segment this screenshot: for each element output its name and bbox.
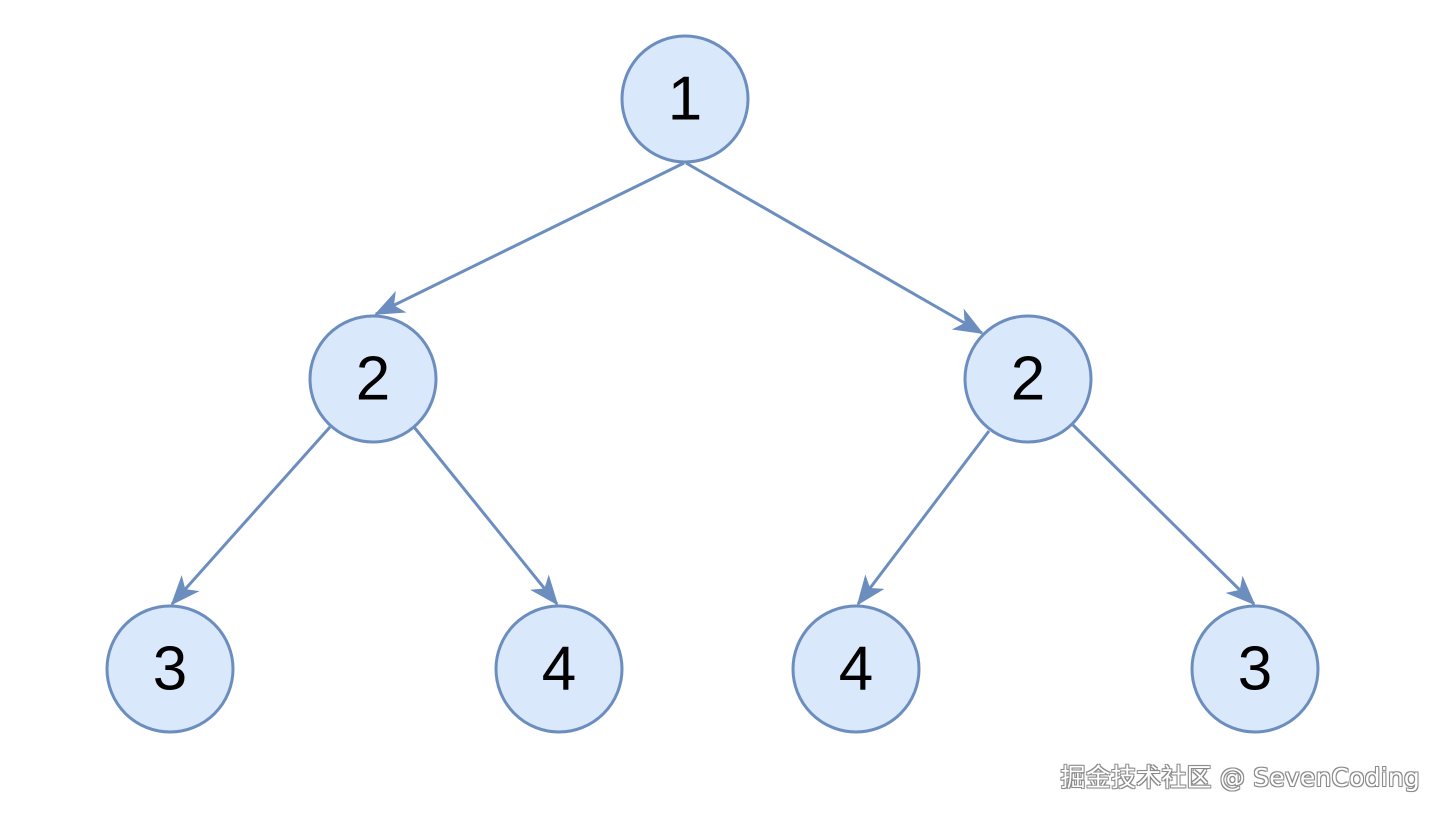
node-circle xyxy=(494,604,624,734)
node-label-right-left: 4 xyxy=(839,635,873,704)
tree-node-right-left: 4 xyxy=(791,604,921,734)
edge-left-to-left-right xyxy=(412,426,559,606)
tree-node-left-right: 4 xyxy=(494,604,624,734)
tree-node-right: 2 xyxy=(963,314,1093,444)
tree-node-left: 2 xyxy=(308,314,438,444)
node-circle xyxy=(308,314,438,444)
tree-node-right-right: 3 xyxy=(1190,604,1320,734)
node-circle xyxy=(963,314,1093,444)
node-label-left-right: 4 xyxy=(542,635,576,704)
edge-right-to-right-left xyxy=(856,430,991,606)
node-circle xyxy=(1190,604,1320,734)
node-label-right-right: 3 xyxy=(1238,635,1272,704)
node-label-root: 1 xyxy=(668,65,702,134)
edges-layer xyxy=(170,161,1256,606)
watermark-text: 掘金技术社区 @ SevenCoding xyxy=(1060,763,1420,792)
edge-root-to-left xyxy=(374,161,685,316)
node-circle xyxy=(620,34,750,164)
nodes-layer: 1 2 2 3 4 4 3 xyxy=(105,34,1320,734)
node-label-left-left: 3 xyxy=(153,635,187,704)
node-label-right: 2 xyxy=(1011,345,1045,414)
edge-right-to-right-right xyxy=(1071,423,1256,606)
node-label-left: 2 xyxy=(356,345,390,414)
tree-node-left-left: 3 xyxy=(105,604,235,734)
edge-left-to-left-left xyxy=(170,426,332,606)
node-circle xyxy=(105,604,235,734)
edge-root-to-right xyxy=(685,161,984,335)
node-circle xyxy=(791,604,921,734)
tree-node-root: 1 xyxy=(620,34,750,164)
